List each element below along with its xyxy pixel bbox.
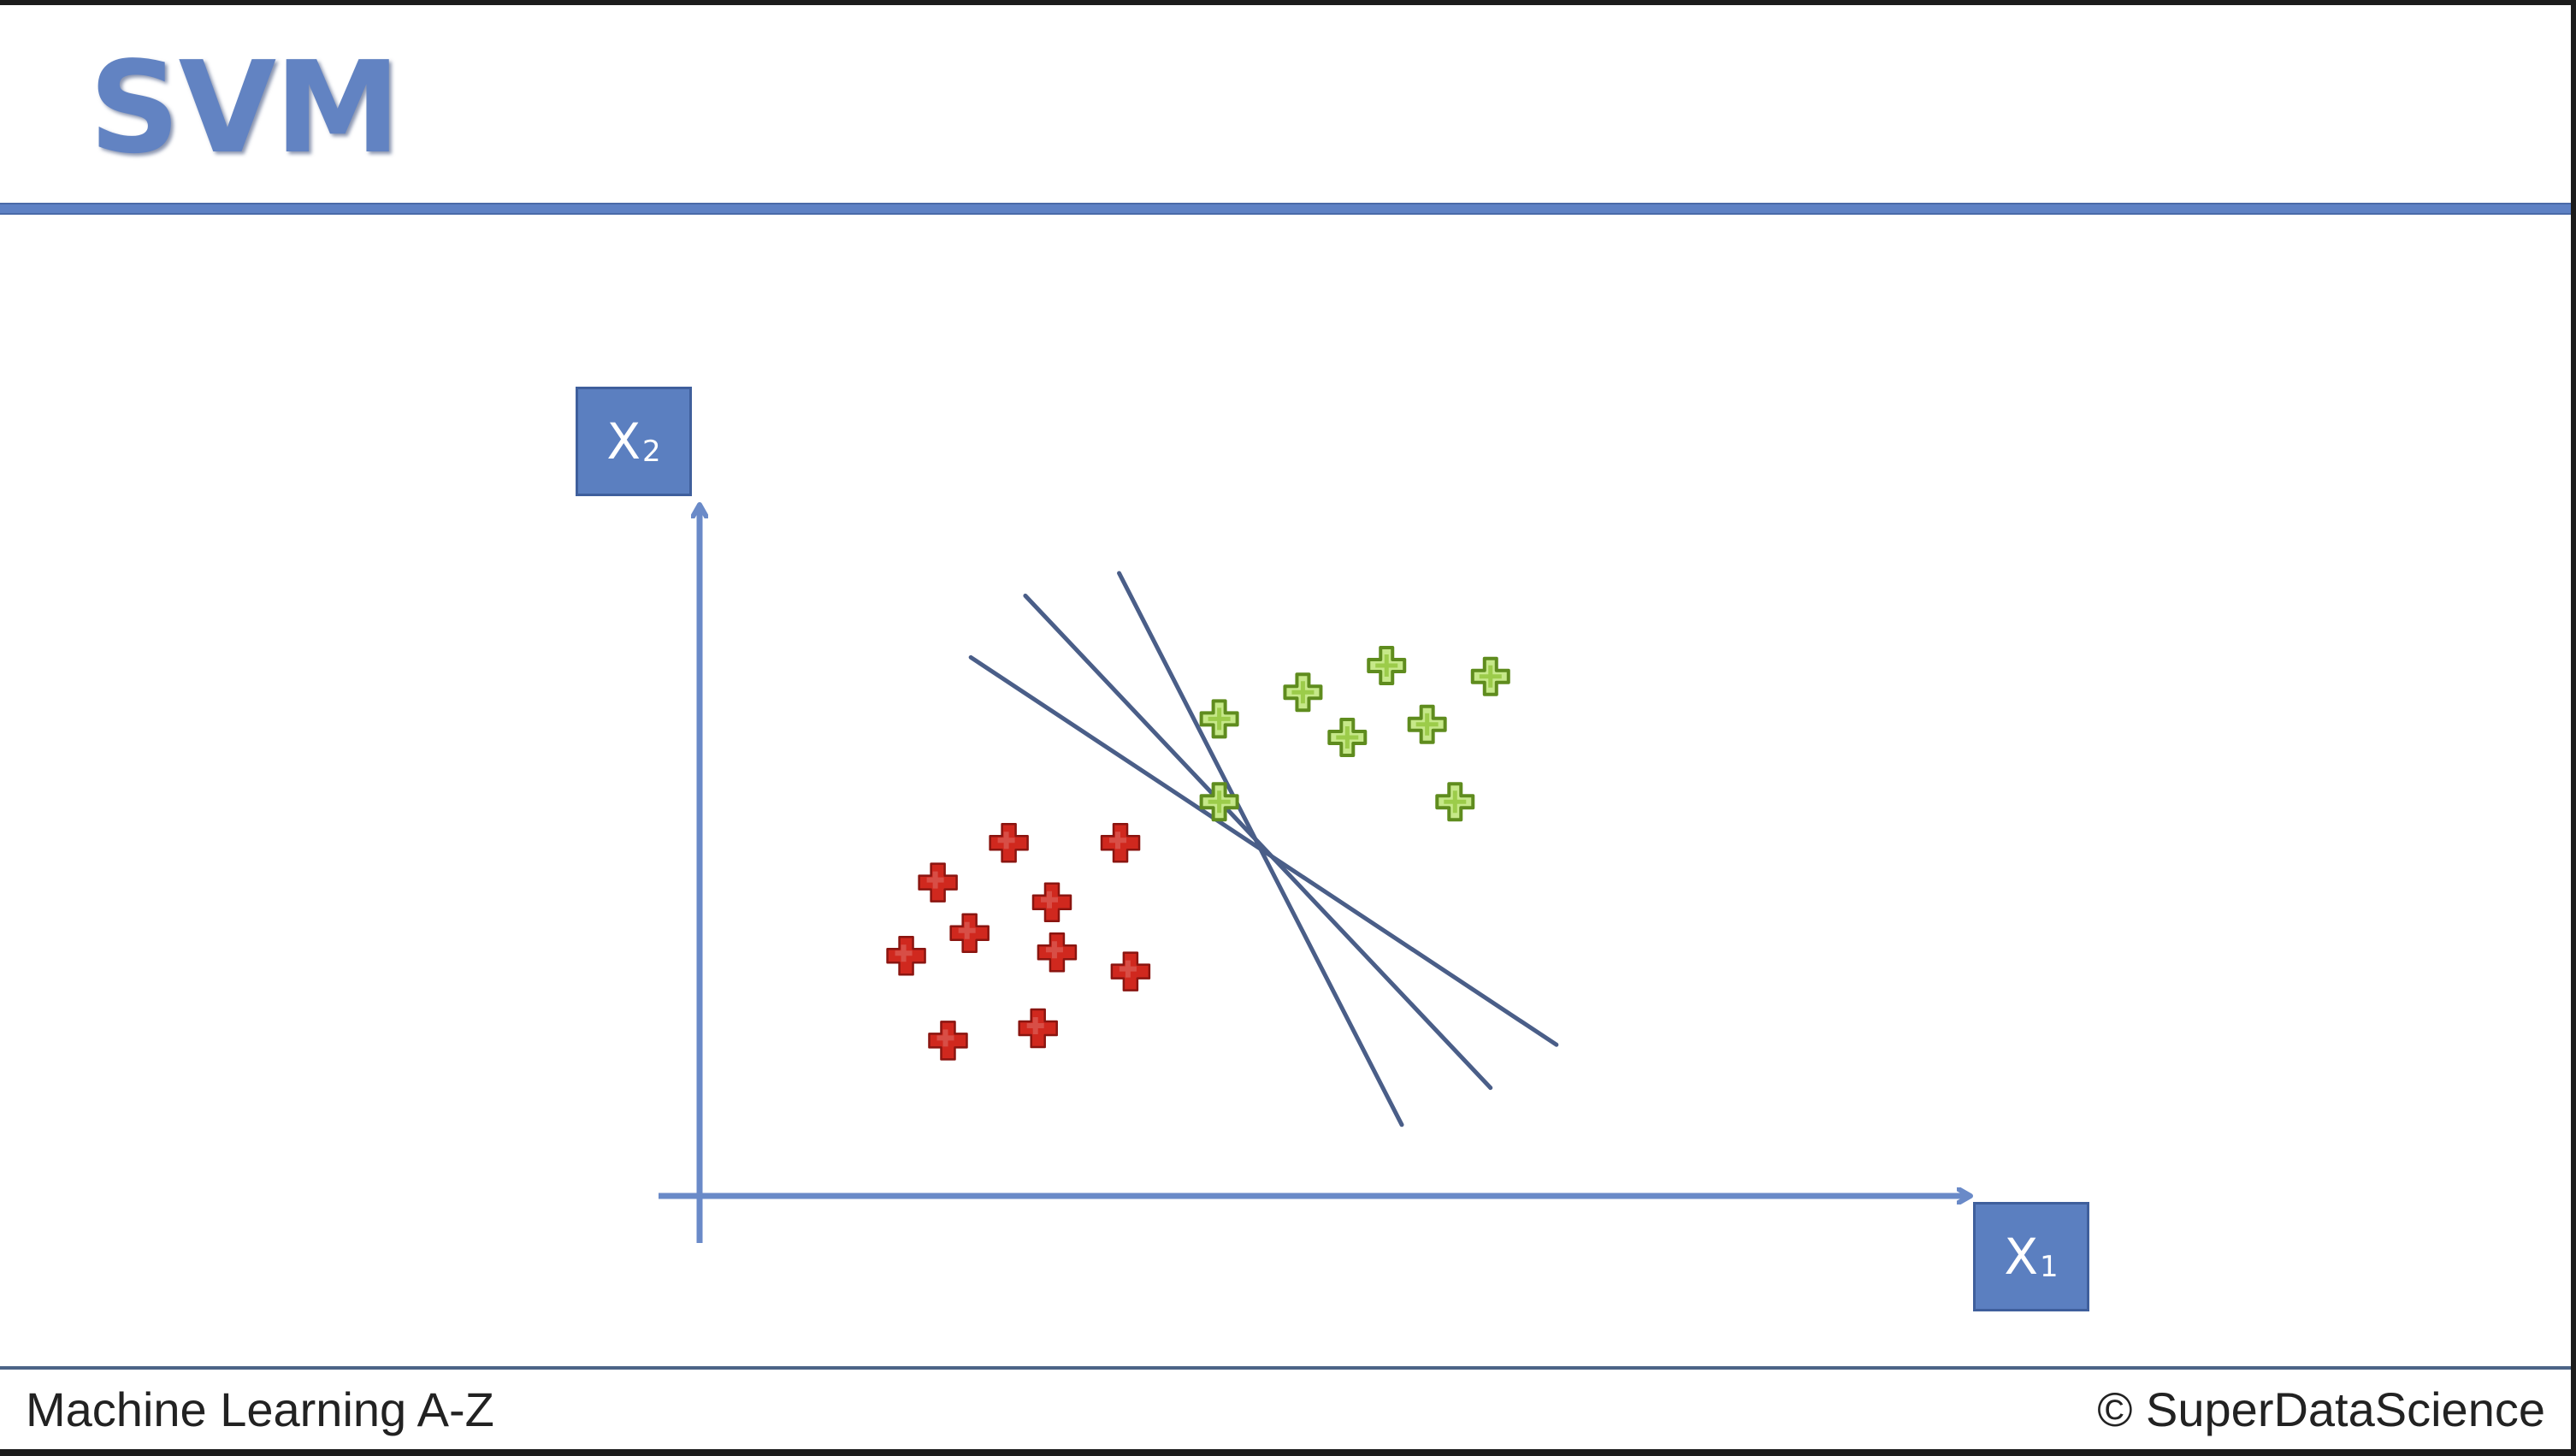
green-plus-inner [1336, 726, 1359, 749]
green-plus-inner [1444, 790, 1467, 814]
green-class-point-4 [1470, 656, 1510, 696]
green-plus-inner [1208, 707, 1231, 731]
red-plus-highlight [997, 832, 1015, 849]
red-plus-icon [886, 935, 926, 976]
red-plus-highlight [1119, 960, 1137, 978]
green-class-point-3 [1367, 646, 1407, 685]
red-class-point-9 [928, 1021, 968, 1061]
red-class-point-3 [918, 862, 958, 903]
red-plus-icon [1018, 1008, 1058, 1049]
red-plus-highlight [936, 1029, 954, 1047]
red-plus-highlight [1026, 1017, 1044, 1034]
x-axis-subscript: 1 [2040, 1250, 2059, 1284]
green-plus-inner [1479, 665, 1502, 688]
x-axis-letter: X [2004, 1228, 2039, 1286]
red-plus-highlight [926, 871, 944, 889]
green-plus-inner [1375, 654, 1398, 677]
red-plus-icon [1110, 951, 1151, 991]
green-class-point-6 [1327, 718, 1368, 757]
green-class-point-1 [1199, 699, 1239, 739]
title-divider [0, 203, 2571, 215]
red-plus-icon [1031, 882, 1072, 923]
red-class-point-8 [1110, 951, 1151, 991]
red-class-point-6 [1037, 932, 1078, 973]
slide-title: SVM [89, 34, 400, 181]
footer-divider [0, 1366, 2571, 1370]
red-plus-icon [928, 1021, 968, 1061]
footer-copyright: © SuperDataScience [2097, 1382, 2545, 1436]
red-plus-icon [918, 862, 958, 903]
red-plus-highlight [895, 944, 913, 962]
green-plus-inner [1291, 681, 1315, 704]
green-class-point-7 [1199, 782, 1239, 822]
decision-boundary-line-3 [1117, 571, 1404, 1128]
red-class-point-5 [949, 913, 990, 954]
green-class-point-5 [1407, 704, 1447, 744]
red-plus-highlight [1045, 941, 1063, 959]
y-axis-subscript: 2 [642, 435, 661, 469]
red-plus-highlight [1040, 891, 1058, 909]
frame-bottom [0, 1449, 2576, 1456]
red-class-point-2 [1100, 822, 1141, 863]
red-class-point-7 [886, 935, 926, 976]
red-class-point-4 [1031, 882, 1072, 923]
footer-course-title: Machine Learning A-Z [26, 1382, 494, 1436]
red-class-point-1 [989, 822, 1029, 863]
frame-right [2571, 0, 2576, 1456]
red-plus-highlight [1109, 832, 1127, 849]
red-plus-icon [989, 822, 1029, 863]
red-plus-icon [1037, 932, 1078, 973]
green-class-point-2 [1283, 672, 1323, 713]
frame-top [0, 0, 2576, 5]
red-class-point-10 [1018, 1008, 1058, 1049]
green-class-point-8 [1435, 782, 1475, 822]
green-plus-inner [1415, 713, 1439, 736]
green-plus-inner [1208, 790, 1231, 814]
red-plus-highlight [958, 921, 976, 939]
y-axis-letter: X [606, 412, 641, 471]
red-plus-icon [1100, 822, 1141, 863]
red-plus-icon [949, 913, 990, 954]
